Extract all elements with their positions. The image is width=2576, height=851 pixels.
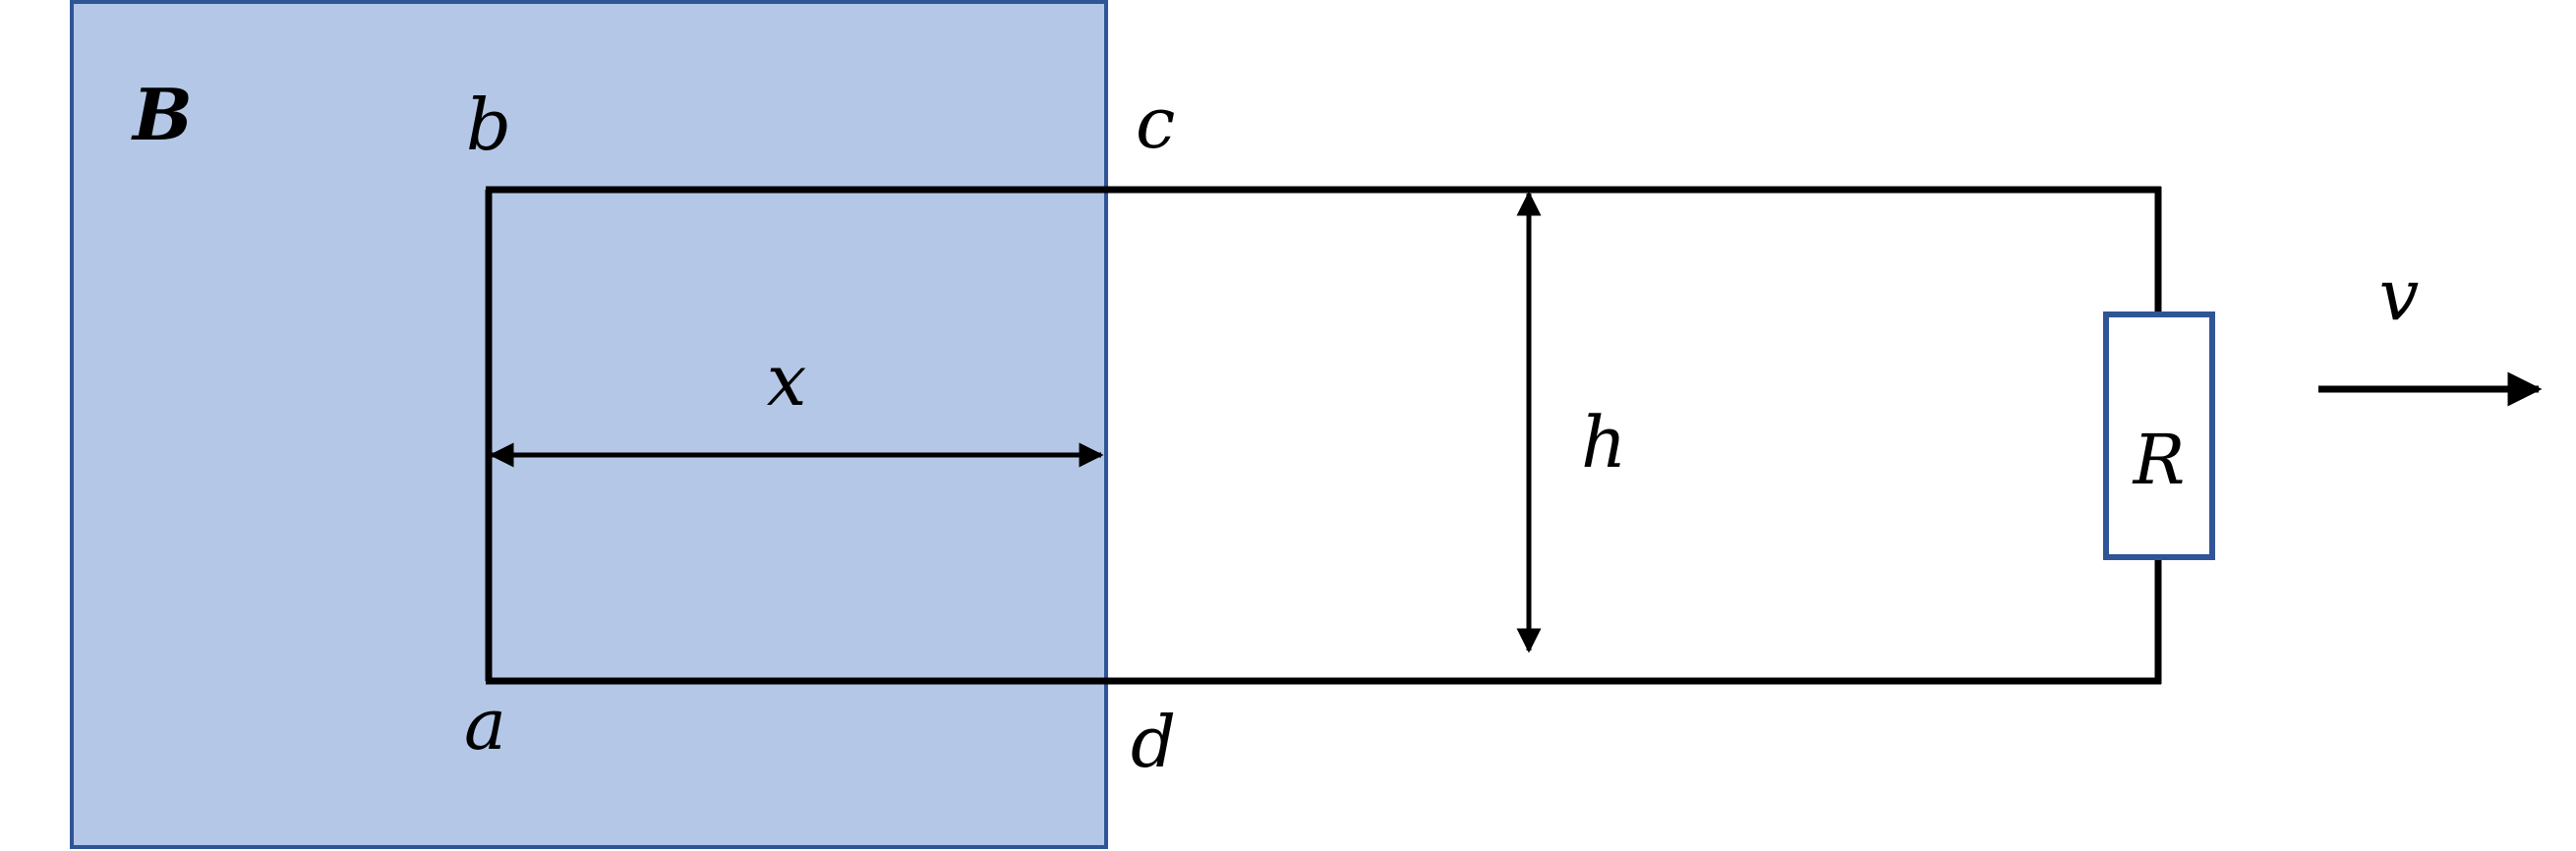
resistor <box>2103 312 2215 560</box>
field-label: B <box>131 73 193 156</box>
corner-label-a: a <box>464 683 506 766</box>
height-dimension-label: h <box>1581 401 1626 483</box>
corner-label-d: d <box>1131 701 1176 783</box>
resistor-label: R <box>2132 420 2186 500</box>
corner-label-c: c <box>1136 82 1175 164</box>
magnetic-field-region <box>70 0 1108 849</box>
width-dimension-label: x <box>767 339 807 422</box>
corner-label-b: b <box>466 84 511 166</box>
velocity-label: v <box>2379 254 2420 336</box>
